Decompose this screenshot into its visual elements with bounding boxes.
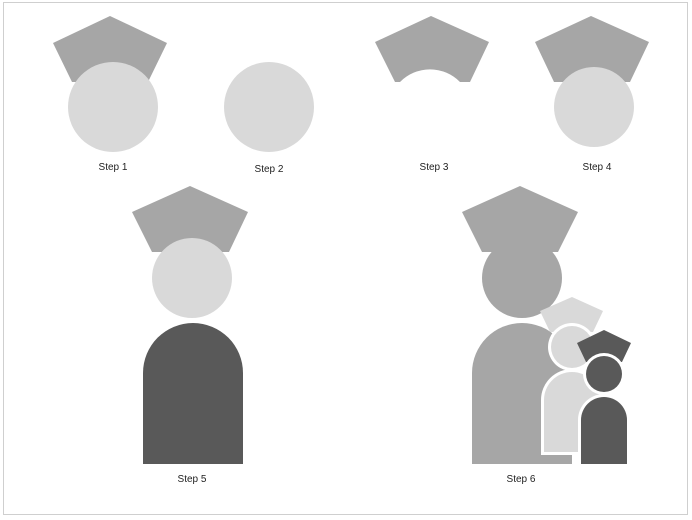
step-1-label: Step 1 xyxy=(73,162,153,173)
step-6-figure xyxy=(462,186,631,464)
step-2-figure xyxy=(224,62,314,152)
step-3-cap xyxy=(375,16,489,82)
step-1-head xyxy=(68,62,158,152)
step-4-label: Step 4 xyxy=(557,162,637,173)
step-1-figure xyxy=(53,16,167,152)
step-6-large-head xyxy=(482,238,562,318)
step-5-body xyxy=(143,323,243,464)
step-5-head xyxy=(152,238,232,318)
step-6-small-head xyxy=(586,356,622,392)
step-3-figure xyxy=(375,16,489,82)
step-5-figure xyxy=(132,186,248,464)
step-4-head xyxy=(554,67,634,147)
step-5-label: Step 5 xyxy=(152,474,232,485)
step-6-label: Step 6 xyxy=(481,474,561,485)
step-6-small-body xyxy=(581,397,627,464)
step-2-head xyxy=(224,62,314,152)
step-3-label: Step 3 xyxy=(394,162,474,173)
step-4-figure xyxy=(535,16,649,147)
step-2-label: Step 2 xyxy=(229,164,309,175)
